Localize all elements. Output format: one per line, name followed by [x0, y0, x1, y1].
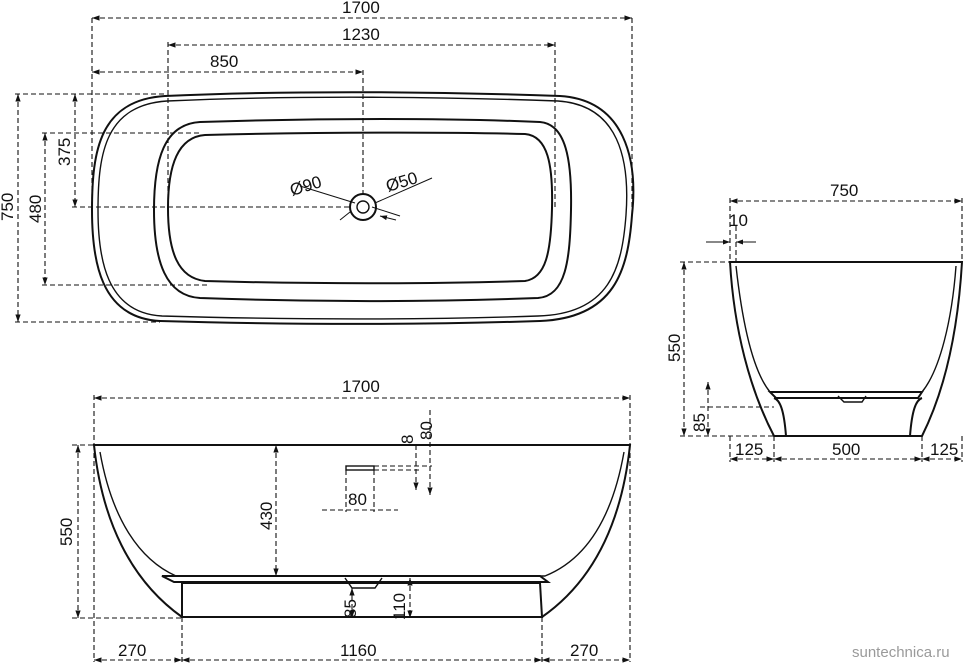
side-view-inner-wall: [735, 265, 957, 393]
watermark: suntechnica.ru: [852, 644, 950, 661]
top-view-inner-rim: [152, 118, 573, 302]
dim-side-base-width: 500: [832, 440, 860, 459]
dim-side-base-height: 85: [690, 413, 709, 432]
top-view-outer-rim-inner-line: [97, 96, 628, 320]
dim-side-base-left: 125: [735, 440, 763, 459]
dim-side-height: 550: [665, 334, 684, 362]
front-view-floor: [161, 575, 551, 583]
overflow-leader: [339, 211, 351, 221]
dim-overflow-diameter: Ø50: [384, 168, 420, 196]
side-view-floor: [767, 391, 924, 399]
dim-inner-length: 1230: [342, 25, 380, 44]
dim-side-width: 750: [830, 181, 858, 200]
top-view-drain-inner: [356, 200, 370, 214]
top-view-basin: [166, 131, 554, 285]
dim-base-length: 1160: [340, 641, 377, 660]
dim-drain-diameter: Ø90: [288, 172, 324, 200]
drain-leader: [299, 185, 356, 204]
front-view: 1700 550 430 80 8 80 270 1160 270 85: [57, 377, 632, 663]
front-view-outer-body: [92, 444, 632, 618]
dim-base-left-offset: 270: [118, 641, 146, 660]
dim-front-height: 550: [57, 518, 76, 546]
side-view-outer-body: [728, 261, 964, 437]
overflow-leader-2: [374, 177, 433, 204]
side-view-drain: [837, 395, 867, 403]
dim-drain-to-edge: 375: [55, 138, 74, 166]
dim-overall-width: 750: [0, 193, 17, 221]
dim-overflow-slot-width: 80: [348, 490, 367, 509]
dim-overall-length: 1700: [342, 0, 380, 17]
drain-arrow-out: [379, 215, 397, 221]
dim-base-right-offset: 270: [570, 641, 598, 660]
dim-drain-offset: 850: [210, 52, 238, 71]
dim-overflow-slot-height: 8: [398, 435, 417, 444]
dim-drain-height: 85: [341, 599, 360, 618]
dim-side-base-right: 125: [930, 440, 958, 459]
top-view: 1700 1230 850 750 480 375 Ø90 Ø50: [0, 0, 635, 325]
dim-inner-depth: 430: [257, 502, 276, 530]
dim-front-length: 1700: [342, 377, 380, 396]
dim-rim-thickness: 10: [729, 211, 748, 230]
top-view-outer-rim: [90, 91, 635, 325]
dim-base-height: 110: [390, 593, 409, 620]
side-view: 750 10 550 85 125 500 125: [665, 181, 964, 462]
side-view-base: [773, 397, 923, 437]
dim-overflow-height: 80: [417, 421, 436, 440]
front-view-overflow-slot: [345, 465, 375, 471]
front-view-drain: [344, 577, 383, 589]
drain-leader-2: [371, 206, 401, 217]
dim-inner-width: 480: [26, 195, 45, 223]
